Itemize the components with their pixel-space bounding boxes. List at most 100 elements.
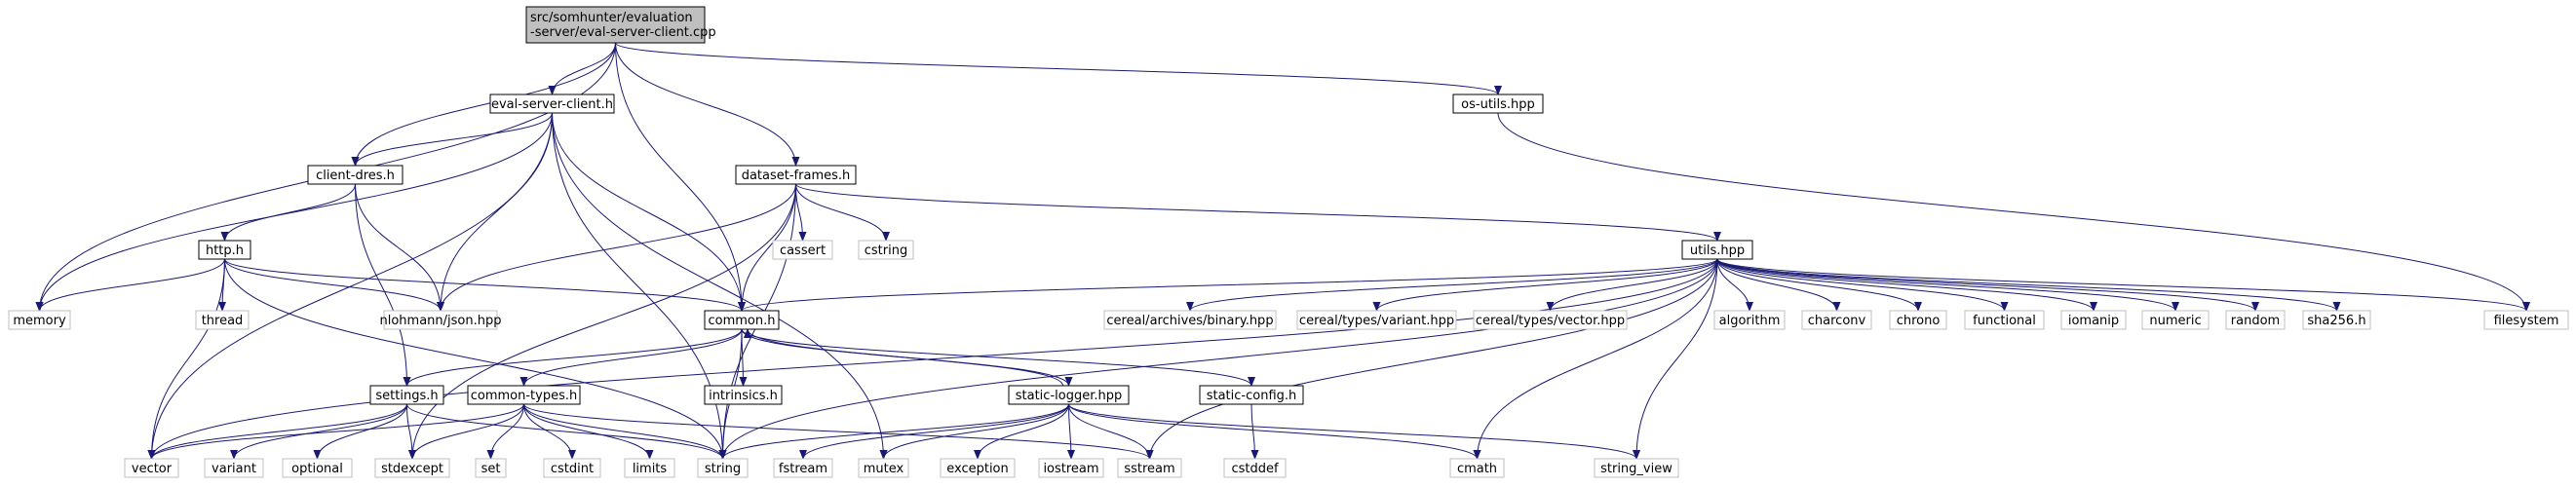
node-label: cstdint bbox=[551, 462, 594, 476]
edge-http-to-common bbox=[224, 258, 746, 312]
edge-static-logger-to-string bbox=[718, 403, 1069, 460]
edge-utils-to-sha256 bbox=[1716, 258, 2341, 312]
node-label: numeric bbox=[2149, 314, 2201, 328]
node-nlohmann-json: nlohmann/json.hpp bbox=[380, 310, 502, 330]
node-label: functional bbox=[1973, 314, 2036, 328]
edge-eval-server-client-to-mutex bbox=[552, 112, 888, 460]
node-box bbox=[2225, 310, 2286, 330]
edge-static-config-to-cstddef bbox=[1250, 403, 1259, 460]
node-variant: variant bbox=[204, 458, 264, 478]
node-label: vector bbox=[132, 462, 173, 476]
node-box bbox=[772, 240, 833, 260]
node-label: cereal/archives/binary.hpp bbox=[1106, 314, 1273, 328]
edge-os-utils-to-filesystem bbox=[1497, 112, 2530, 312]
dependency-nodes: src/somhunter/evaluation-server/eval-ser… bbox=[8, 6, 2569, 478]
node-label: random bbox=[2231, 314, 2280, 328]
node-label: iomanip bbox=[2068, 314, 2119, 328]
edge-utils-to-string-view bbox=[1633, 258, 1718, 460]
node-string: string bbox=[697, 458, 749, 478]
node-cstddef: cstddef bbox=[1223, 458, 1287, 478]
node-box bbox=[1103, 310, 1277, 330]
node-box bbox=[2302, 310, 2371, 330]
node-box bbox=[1713, 310, 1786, 330]
edge-eval-server-client-to-client-dres bbox=[351, 112, 553, 167]
edge-utils-to-functional bbox=[1716, 258, 2009, 312]
node-label: common-types.h bbox=[471, 389, 578, 403]
edge-utils-to-string bbox=[718, 258, 1718, 460]
edge-root-to-common bbox=[615, 42, 746, 312]
node-label: variant bbox=[211, 462, 256, 476]
node-exception: exception bbox=[940, 458, 1016, 478]
node-set: set bbox=[475, 458, 507, 478]
node-label: cassert bbox=[780, 244, 826, 258]
node-box bbox=[8, 310, 71, 330]
edge-utils-to-numeric bbox=[1716, 258, 2179, 312]
node-box bbox=[735, 165, 857, 185]
node-label: settings.h bbox=[375, 389, 438, 403]
node-string-view: string_view bbox=[1594, 458, 1679, 478]
edge-static-logger-to-fstream bbox=[799, 403, 1069, 460]
node-utils[interactable]: utils.hpp bbox=[1681, 240, 1753, 260]
node-box bbox=[2060, 310, 2127, 330]
edge-utils-to-cereal-vector bbox=[1546, 258, 1718, 312]
edge-settings-to-variant bbox=[230, 403, 407, 460]
node-os-utils[interactable]: os-utils.hpp bbox=[1452, 94, 1544, 114]
node-iostream: iostream bbox=[1038, 458, 1104, 478]
node-common[interactable]: common.h bbox=[704, 310, 780, 330]
node-dataset-frames[interactable]: dataset-frames.h bbox=[735, 165, 857, 185]
node-label: fstream bbox=[779, 462, 827, 476]
node-http[interactable]: http.h bbox=[198, 240, 251, 260]
node-box bbox=[307, 165, 404, 185]
edge-common-types-to-vector bbox=[147, 403, 524, 460]
edge-common-to-settings bbox=[403, 328, 743, 387]
node-box bbox=[2483, 310, 2569, 330]
node-cassert: cassert bbox=[772, 240, 833, 260]
node-box bbox=[369, 385, 444, 405]
edge-static-logger-to-string-view bbox=[1068, 403, 1640, 460]
node-box bbox=[858, 458, 909, 478]
node-label: cereal/types/variant.hpp bbox=[1299, 314, 1454, 328]
edge-eval-server-client-to-common bbox=[552, 112, 746, 312]
node-settings[interactable]: settings.h bbox=[369, 385, 444, 405]
edge-eval-server-client-to-memory bbox=[35, 112, 553, 312]
node-label: eval-server-client.h bbox=[491, 97, 613, 112]
node-box bbox=[1199, 385, 1304, 405]
node-root[interactable]: src/somhunter/evaluation-server/eval-ser… bbox=[525, 6, 716, 44]
edge-dataset-frames-to-nlohmann-json bbox=[437, 183, 796, 312]
node-static-config[interactable]: static-config.h bbox=[1199, 385, 1304, 405]
node-label: cmath bbox=[1457, 462, 1497, 476]
node-label: src/somhunter/evaluation bbox=[530, 11, 693, 25]
node-label: utils.hpp bbox=[1690, 244, 1745, 258]
node-label: nlohmann/json.hpp bbox=[380, 314, 502, 328]
node-client-dres[interactable]: client-dres.h bbox=[307, 165, 404, 185]
node-label: http.h bbox=[206, 244, 244, 258]
node-label: chrono bbox=[1897, 314, 1941, 328]
edge-http-to-string bbox=[224, 258, 727, 460]
edge-utils-to-sstream bbox=[1145, 258, 1718, 460]
node-cereal-binary: cereal/archives/binary.hpp bbox=[1103, 310, 1277, 330]
node-cereal-vector: cereal/types/vector.hpp bbox=[1473, 310, 1628, 330]
edge-utils-to-vector bbox=[147, 258, 1718, 460]
node-charconv: charconv bbox=[1801, 310, 1872, 330]
node-label: exception bbox=[946, 462, 1009, 476]
node-label: string_view bbox=[1600, 462, 1672, 476]
node-static-logger[interactable]: static-logger.hpp bbox=[1008, 385, 1130, 405]
edge-dataset-frames-to-common bbox=[738, 183, 796, 312]
node-label: optional bbox=[291, 462, 343, 476]
edge-utils-to-cereal-variant bbox=[1372, 258, 1718, 312]
node-box bbox=[1681, 240, 1753, 260]
node-eval-server-client[interactable]: eval-server-client.h bbox=[489, 94, 615, 114]
node-label: -server/eval-server-client.cpp bbox=[530, 25, 716, 40]
node-thread: thread bbox=[195, 310, 250, 330]
node-algorithm: algorithm bbox=[1713, 310, 1786, 330]
node-common-types[interactable]: common-types.h bbox=[467, 385, 581, 405]
node-box bbox=[198, 240, 251, 260]
edge-common-to-common-types bbox=[519, 328, 743, 387]
node-memory: memory bbox=[8, 310, 71, 330]
node-intrinsics[interactable]: intrinsics.h bbox=[704, 385, 783, 405]
edge-settings-to-vector bbox=[147, 403, 407, 460]
node-box bbox=[1452, 94, 1544, 114]
edge-common-types-to-cstdint bbox=[523, 403, 576, 460]
node-box bbox=[858, 240, 914, 260]
node-label: filesystem bbox=[2494, 314, 2559, 328]
